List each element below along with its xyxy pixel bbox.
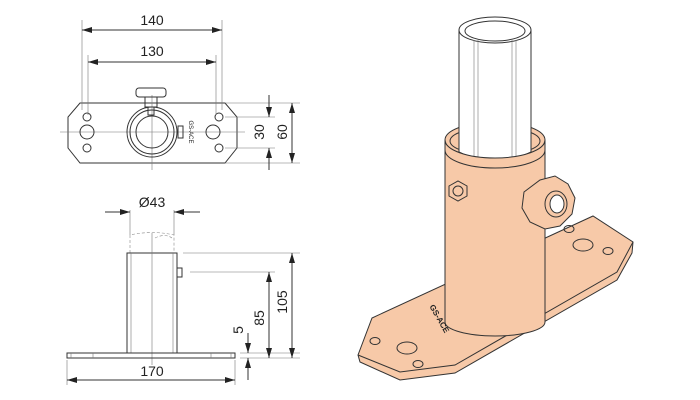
dim-85: 85 bbox=[251, 310, 267, 326]
top-marking: GS-ACE bbox=[187, 120, 193, 143]
mount-hole bbox=[214, 143, 224, 153]
dim-170: 170 bbox=[140, 363, 164, 379]
collar-bore bbox=[135, 115, 169, 149]
side-plate bbox=[66, 352, 236, 359]
isometric-view: GS-ACE bbox=[357, 16, 634, 381]
mount-hole bbox=[79, 124, 95, 140]
hex-nut-icon bbox=[448, 180, 468, 202]
dim-diameter-43: Ø43 bbox=[139, 194, 166, 210]
dim-30: 30 bbox=[251, 124, 267, 140]
mount-hole bbox=[82, 143, 92, 153]
star-knob-icon bbox=[135, 87, 167, 116]
star-knob-icon bbox=[521, 175, 576, 230]
mount-hole bbox=[205, 124, 221, 140]
dim-130: 130 bbox=[140, 43, 164, 59]
iso-inner-profile bbox=[458, 29, 532, 162]
mount-hole bbox=[214, 112, 224, 122]
iso-hole bbox=[572, 238, 594, 252]
top-view: GS-ACE 140 130 30 60 bbox=[60, 12, 300, 170]
dim-140: 140 bbox=[140, 12, 164, 28]
iso-hole bbox=[396, 341, 418, 355]
side-view: Ø43 170 105 85 5 bbox=[66, 194, 300, 385]
iso-tube bbox=[444, 139, 546, 337]
mount-hole bbox=[82, 112, 92, 122]
dim-5: 5 bbox=[230, 326, 246, 334]
dim-60: 60 bbox=[274, 124, 290, 140]
dim-105: 105 bbox=[274, 290, 290, 314]
